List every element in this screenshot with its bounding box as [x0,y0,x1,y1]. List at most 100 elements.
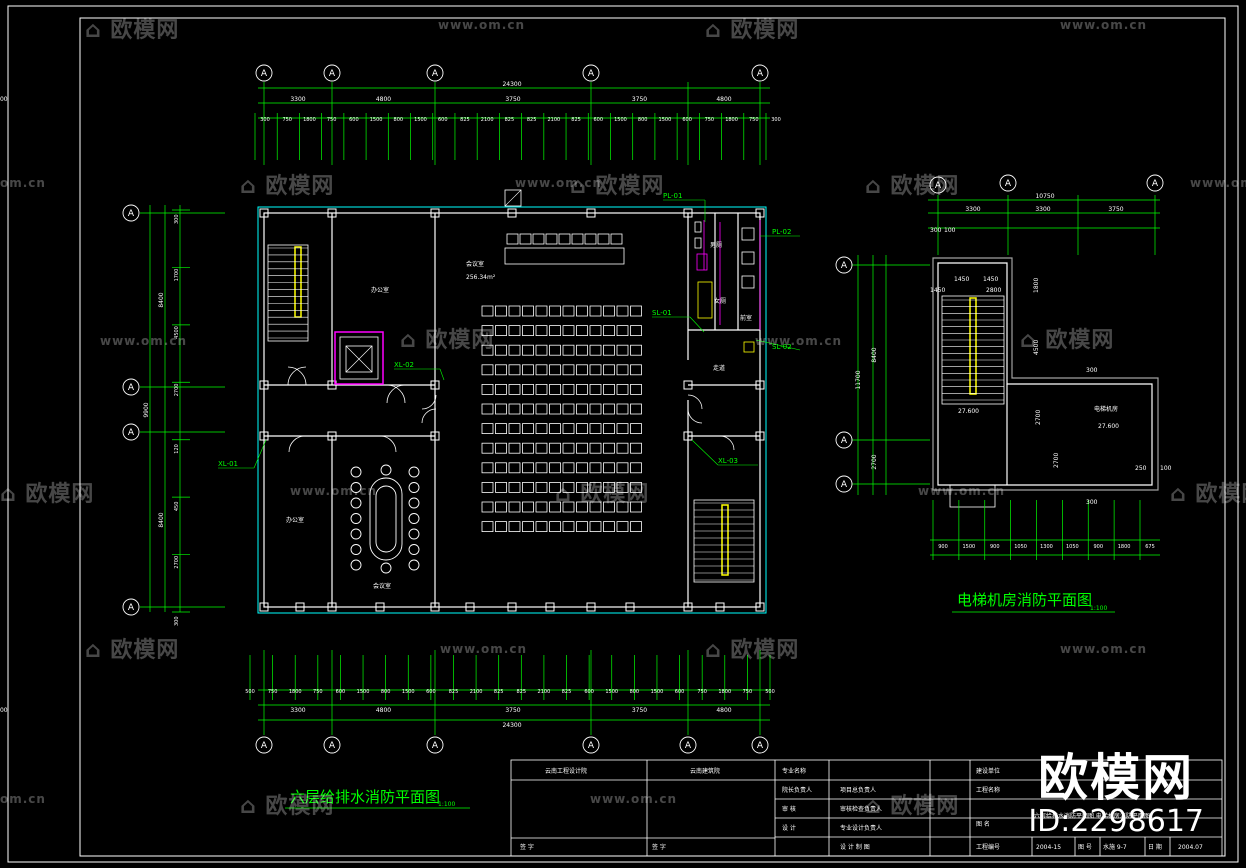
column-2 [430,208,440,218]
axis-bubble-top-3: A [582,64,600,82]
bottom-dim-r1-8: 600 [426,689,436,695]
elev-bubble-left-0-circle [835,256,853,274]
seat-84 [522,423,534,435]
top-dim-r2-5: 1500 [370,117,383,123]
seat-109 [535,462,548,474]
seat-119 [508,481,521,493]
column-4 [683,208,693,218]
column-5 [755,208,765,218]
top-dim-r2-10: 2100 [481,117,494,123]
left-stair [267,244,309,342]
seat-15 [562,305,575,317]
bottom-total-dim: 24300 [502,722,521,729]
seat-126 [603,481,615,493]
seat-83 [508,423,521,435]
seat-116 [630,462,642,474]
seat-39 [562,344,575,356]
seat-14 [549,305,561,317]
column-29 [715,602,725,612]
seat-105 [481,462,494,474]
column-11 [755,602,765,612]
column-10 [683,602,693,612]
elev-bubble-top-0-label: A [935,181,942,191]
axis-bubble-left-3: A [122,598,140,616]
top-dim-r1-3: 3750 [632,96,647,103]
seat-55 [616,364,629,376]
bottom-dim-r2-5: 3300 [0,707,8,714]
chair-right-4 [408,528,420,540]
seat-64 [576,383,588,395]
seat-32 [630,325,642,337]
seat-108 [522,462,534,474]
top-dim-r2-12: 825 [527,117,537,123]
seat-36 [522,344,534,356]
chair-left-1 [350,482,362,493]
bottom-dim-r2-0: 3300 [290,707,305,714]
column-26 [625,602,635,612]
room-office-1: 办公室 [371,286,389,294]
seat-13 [535,305,548,317]
seat-67 [616,383,629,395]
seat-120 [522,481,534,493]
seat-front-1 [519,233,532,245]
bottom-dim-r1-16: 1500 [605,689,618,695]
bottom-dim-r1-15: 600 [584,689,594,695]
elev-bubble-top-2-circle [1146,174,1164,192]
axis-bubble-bottom-3-label: A [588,741,595,751]
seat-63 [562,383,575,395]
column-16 [755,380,765,390]
seat-27 [562,325,575,337]
tb-sign-label: 签 字 [520,843,534,851]
elev-bubble-left-2-label: A [841,480,848,490]
column-0 [259,208,269,218]
tb-role-1: 项目总负责人 [840,786,876,794]
seat-47 [508,364,521,376]
seat-101 [589,442,602,454]
seat-11 [508,305,521,317]
seat-51 [562,364,575,376]
tb-project-no: 2004-15 [1036,844,1061,851]
top-dim-r2-13: 2100 [547,117,560,123]
room-toilet-1: 男厕 [710,242,722,249]
seat-desk [504,247,625,265]
seat-135 [562,501,575,513]
chair-right-0 [408,466,420,478]
seat-65 [589,383,602,395]
seat-49 [535,364,548,376]
seat-front-6 [584,233,597,245]
tb-chief-label: 院长负责人 [782,786,812,794]
seat-60 [522,383,534,395]
seat-114 [603,462,615,474]
seat-90 [603,423,615,435]
top-dim-r2-3: 750 [327,117,337,123]
axis-bubble-bottom-4-circle [679,736,697,754]
room-front: 前室 [740,314,752,322]
elev-dim-300a: 300 [1086,367,1098,374]
elev-bubble-top-1: A [999,174,1017,192]
axis-bubble-top-4: A [751,64,769,82]
top-dim-r2-9: 825 [460,117,470,123]
axis-bubble-bottom-2: A [426,736,444,754]
seat-71 [508,403,521,415]
axis-bubble-top-4-label: A [757,69,764,79]
left-dim-inner-1: 1700 [174,269,180,282]
seat-22 [495,325,507,337]
seat-front-4 [558,233,571,245]
pipe-label-sl02: SL-02 [772,343,792,351]
axis-bubble-bottom-3-circle [582,736,600,754]
axis-bubble-bottom-2-label: A [432,741,439,751]
seat-99 [562,442,575,454]
seat-19 [616,305,629,317]
seat-38 [549,344,561,356]
axis-bubble-left-0-label: A [128,209,135,219]
axis-bubble-top-4-circle [751,64,769,82]
column-9 [586,602,596,612]
seat-123 [562,481,575,493]
top-dim-r2-14: 825 [571,117,581,123]
axis-bubble-left-1-circle [122,378,140,396]
bottom-dim-r1-5: 1500 [357,689,370,695]
axis-bubble-top-3-circle [582,64,600,82]
elev-bottom-dim-text-1: 1500 [963,544,976,550]
seat-81 [481,423,494,435]
